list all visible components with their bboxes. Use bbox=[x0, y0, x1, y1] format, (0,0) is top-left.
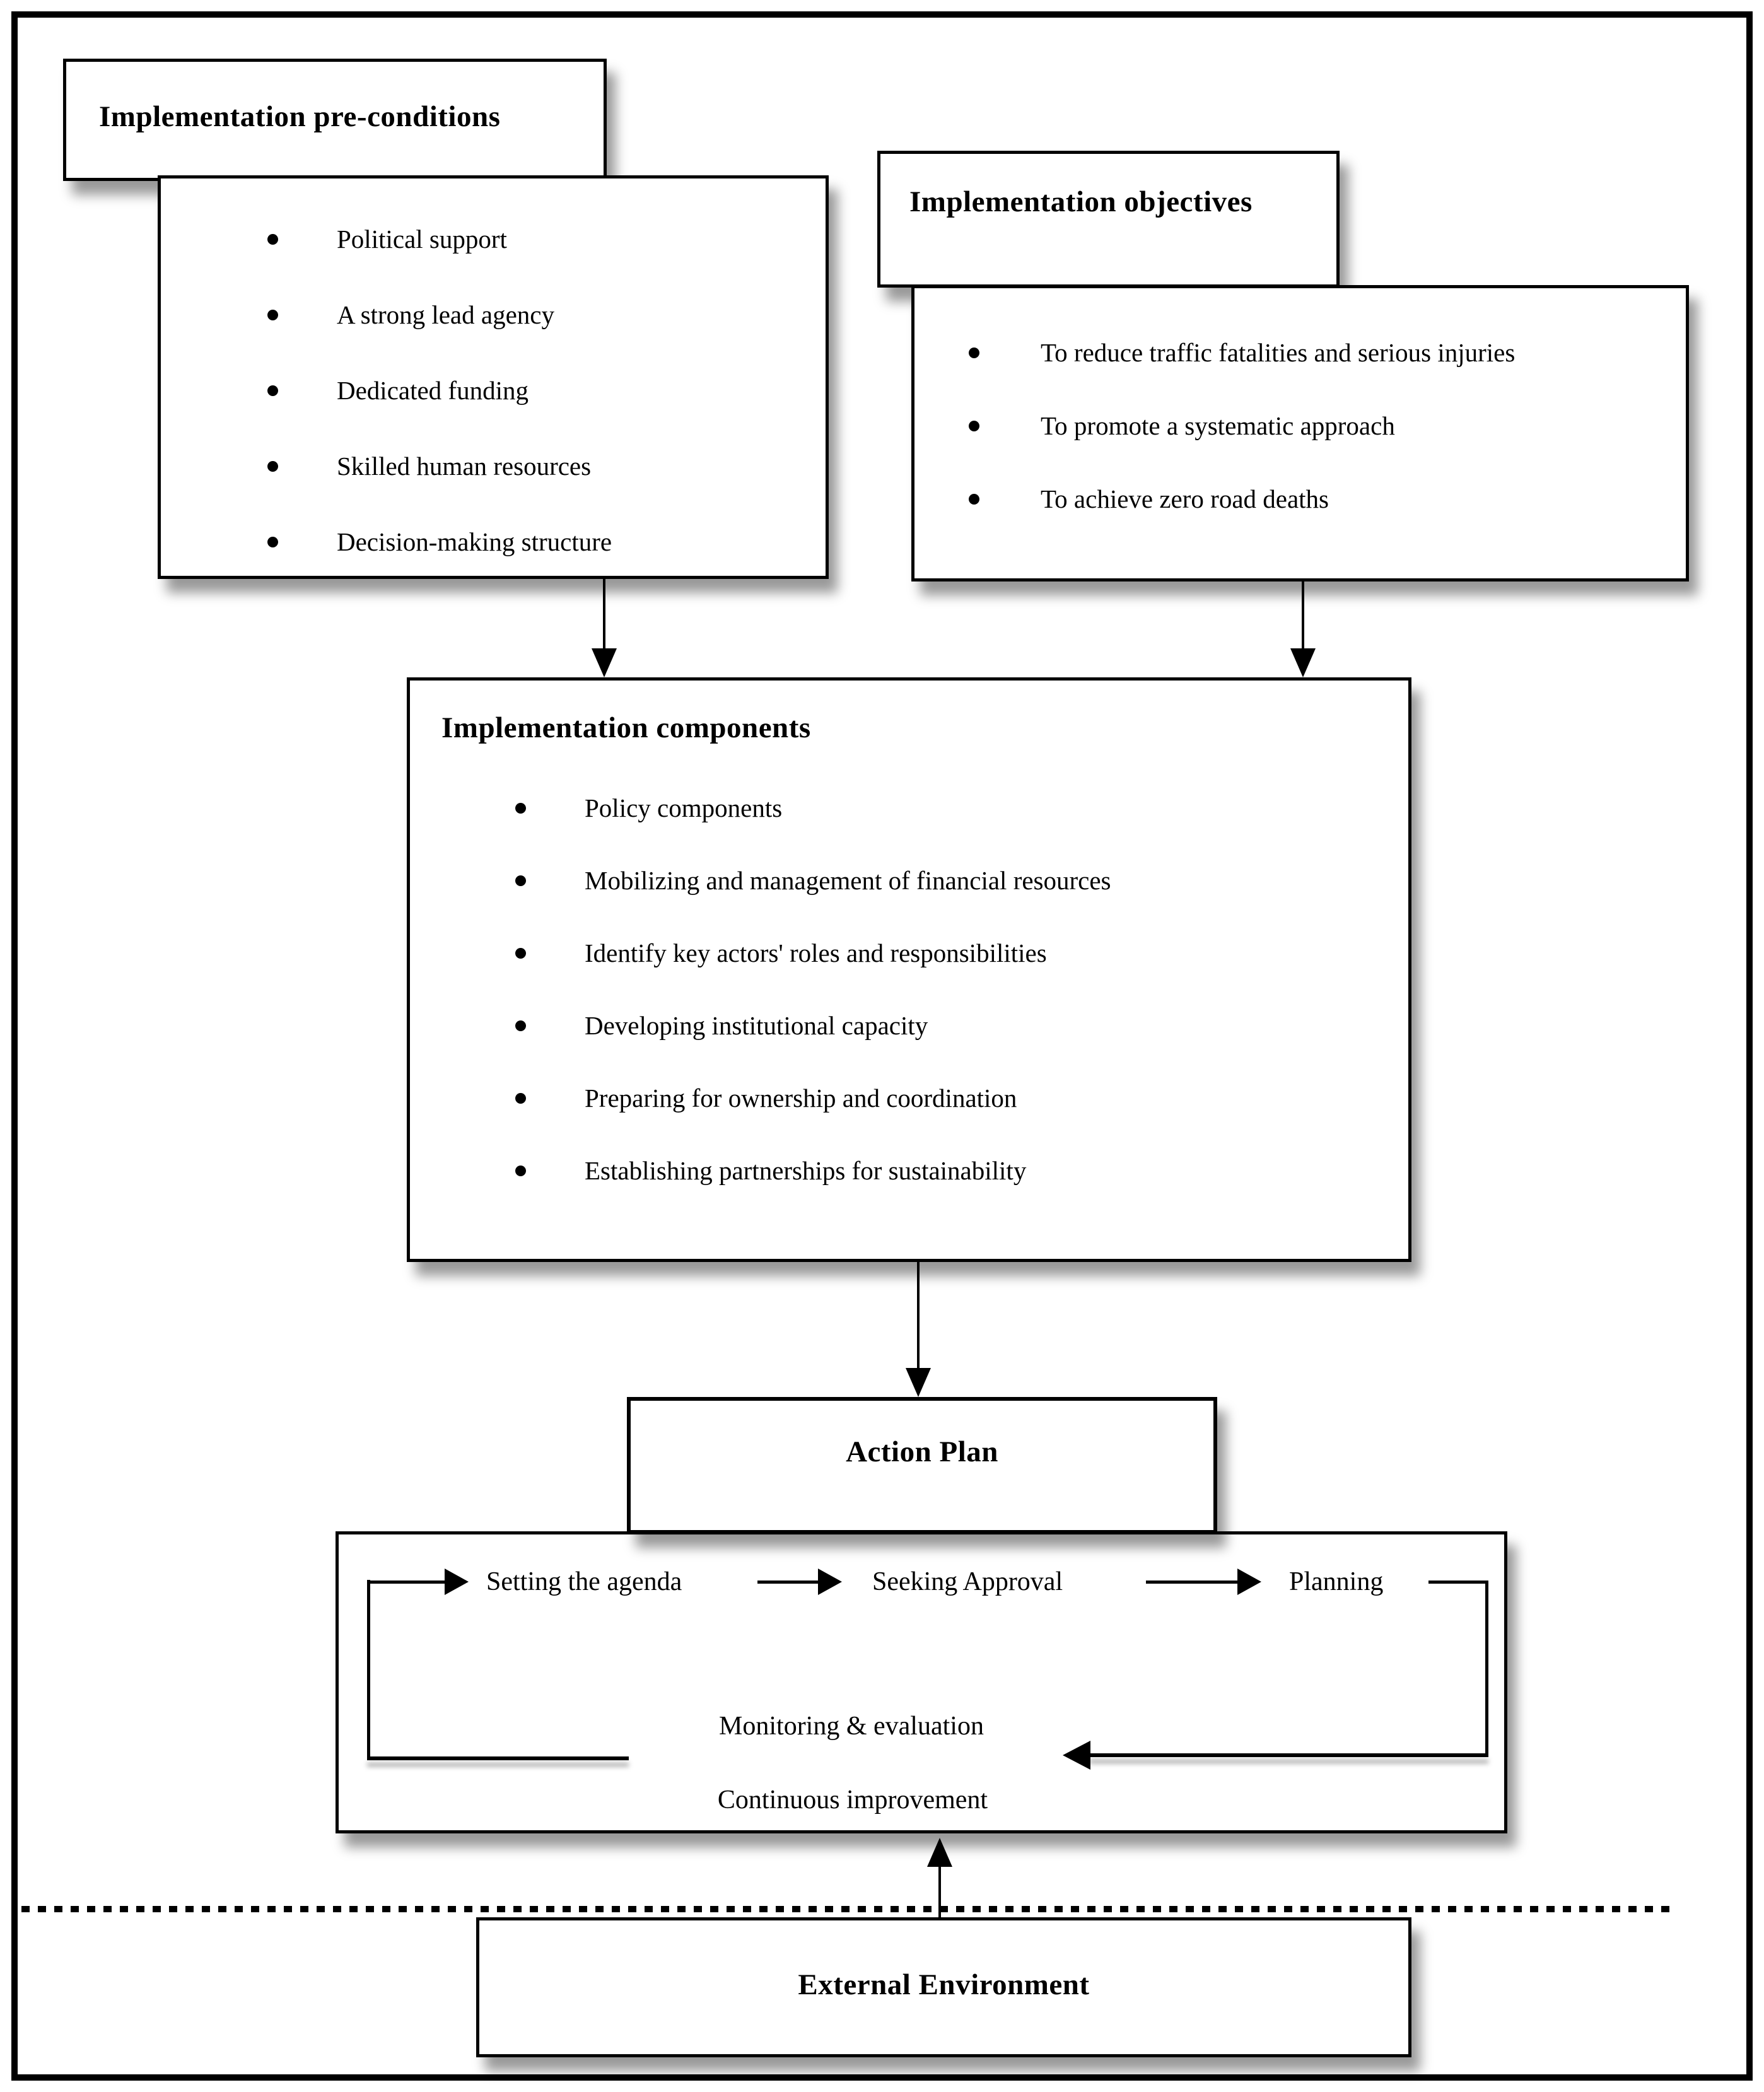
right-arrowhead-icon bbox=[1237, 1569, 1261, 1595]
cycle-left-line bbox=[367, 1580, 370, 1760]
outer-border bbox=[11, 11, 1753, 2081]
preconditions-list-box: Political support A strong lead agency D… bbox=[158, 175, 829, 579]
components-list: Policy components Mobilizing and managem… bbox=[410, 771, 1408, 1207]
list-item: Identify key actors' roles and responsib… bbox=[410, 916, 1408, 989]
down-arrowhead-icon bbox=[592, 648, 617, 677]
action-plan-box: Action Plan bbox=[627, 1397, 1217, 1534]
objectives-list-box: To reduce traffic fatalities and serious… bbox=[911, 285, 1689, 581]
list-item: Preparing for ownership and coordination bbox=[410, 1061, 1408, 1134]
external-boundary-dashed-line bbox=[21, 1906, 1676, 1912]
objectives-title-box: Implementation objectives bbox=[877, 151, 1340, 288]
list-item: A strong lead agency bbox=[161, 277, 826, 353]
arrow-line bbox=[603, 579, 605, 648]
preconditions-title: Implementation pre-conditions bbox=[99, 100, 501, 133]
list-item: To achieve zero road deaths bbox=[914, 462, 1686, 535]
list-item: To reduce traffic fatalities and serious… bbox=[914, 316, 1686, 389]
cycle-left-bottom-line bbox=[367, 1756, 629, 1760]
list-item: Decision-making structure bbox=[161, 504, 826, 580]
cycle-arrow-line bbox=[1428, 1581, 1488, 1584]
cycle-step-seeking-approval: Seeking Approval bbox=[872, 1567, 1063, 1596]
down-arrowhead-icon bbox=[906, 1368, 931, 1397]
cycle-arrow-line bbox=[367, 1581, 445, 1584]
list-item: Dedicated funding bbox=[161, 353, 826, 428]
cycle-step-setting-agenda: Setting the agenda bbox=[486, 1567, 682, 1596]
objectives-list: To reduce traffic fatalities and serious… bbox=[914, 316, 1686, 535]
components-title: Implementation components bbox=[441, 711, 811, 744]
continuous-improvement-label: Continuous improvement bbox=[717, 1785, 988, 1814]
list-item: To promote a systematic approach bbox=[914, 389, 1686, 462]
cycle-arrow-line bbox=[1146, 1581, 1237, 1584]
objectives-to-components-arrow bbox=[1289, 581, 1317, 677]
external-to-actionplan-arrow bbox=[926, 1838, 954, 1917]
external-environment-box: External Environment bbox=[476, 1917, 1411, 2057]
list-item: Skilled human resources bbox=[161, 428, 826, 504]
preconditions-title-box: Implementation pre-conditions bbox=[63, 59, 607, 181]
list-item: Political support bbox=[161, 201, 826, 277]
cycle-arrow-line bbox=[757, 1581, 818, 1584]
monitoring-evaluation-label: Monitoring & evaluation bbox=[719, 1712, 984, 1741]
right-arrowhead-icon bbox=[818, 1569, 842, 1595]
cycle-right-line bbox=[1485, 1581, 1488, 1756]
external-environment-title: External Environment bbox=[798, 1968, 1090, 2001]
down-arrowhead-icon bbox=[1290, 648, 1316, 677]
preconditions-to-components-arrow bbox=[590, 579, 618, 677]
arrow-line bbox=[917, 1262, 920, 1368]
components-to-actionplan-arrow bbox=[904, 1262, 932, 1397]
right-arrowhead-icon bbox=[445, 1569, 469, 1595]
preconditions-list: Political support A strong lead agency D… bbox=[161, 201, 826, 580]
objectives-title: Implementation objectives bbox=[909, 185, 1253, 218]
arrow-line bbox=[1302, 581, 1304, 648]
left-arrowhead-icon bbox=[1063, 1741, 1090, 1770]
cycle-step-planning: Planning bbox=[1289, 1567, 1384, 1596]
cycle-return-line bbox=[1089, 1753, 1488, 1757]
action-plan-title: Action Plan bbox=[846, 1435, 998, 1468]
arrow-line bbox=[938, 1867, 941, 1917]
list-item: Mobilizing and management of financial r… bbox=[410, 844, 1408, 916]
up-arrowhead-icon bbox=[927, 1838, 952, 1867]
list-item: Developing institutional capacity bbox=[410, 989, 1408, 1061]
components-box: Implementation components Policy compone… bbox=[407, 677, 1411, 1262]
list-item: Establishing partnerships for sustainabi… bbox=[410, 1134, 1408, 1207]
action-plan-cycle-box: Setting the agenda Seeking Approval Plan… bbox=[336, 1531, 1507, 1833]
list-item: Policy components bbox=[410, 771, 1408, 844]
